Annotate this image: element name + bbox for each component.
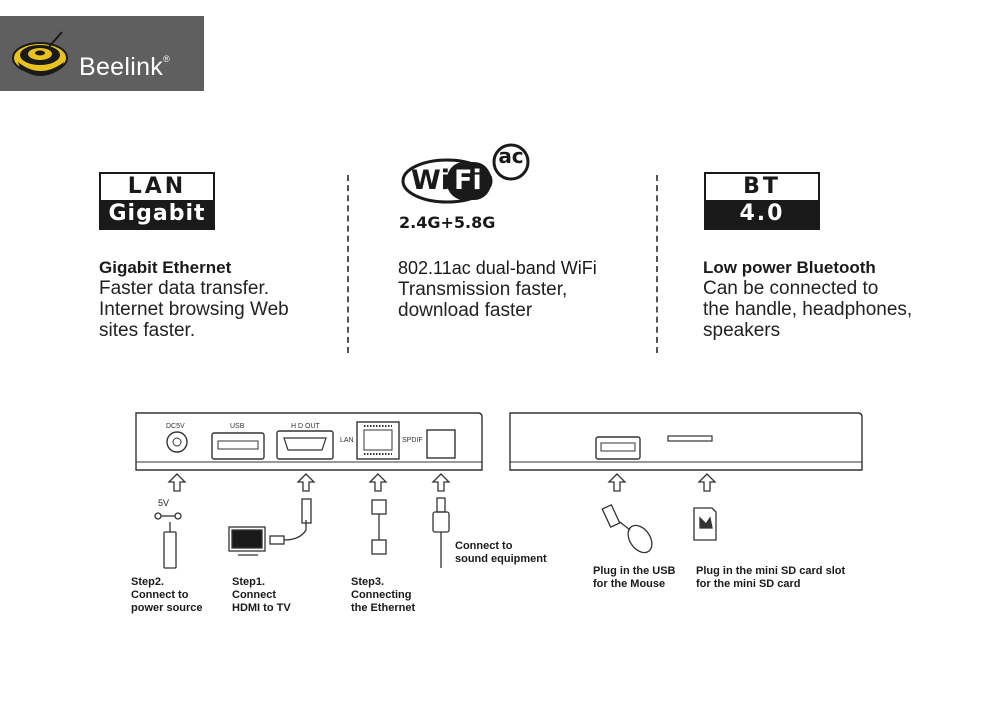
feature-line: the handle, headphones, [703, 299, 913, 320]
feature-divider [347, 175, 349, 353]
feature-line: sites faster. [99, 320, 196, 341]
brand-name: Beelink® [79, 53, 171, 81]
feature-title: Gigabit Ethernet [99, 258, 232, 277]
step-line: HDMI to TV [232, 602, 291, 614]
side-usb-port-icon [595, 436, 641, 460]
step-line: Connecting [351, 589, 412, 601]
arrow-up-icon [368, 473, 388, 492]
brand-header: Beelink® [0, 16, 204, 91]
wifi-frequency: 2.4G+5.8G [399, 213, 496, 232]
dc-port-icon [166, 431, 188, 453]
sd-card-icon [693, 507, 717, 541]
badge-lan-label: LAN [127, 174, 187, 199]
step-line: Step2. [131, 576, 165, 588]
feature-line: Can be connected to [703, 278, 879, 299]
arrow-up-icon [697, 473, 717, 492]
feature-divider [656, 175, 658, 353]
badge-bt-version: 4.0 [706, 200, 818, 228]
beelink-logo-icon [12, 31, 68, 76]
feature-title: Low power Bluetooth [703, 258, 876, 277]
usb-mouse-label: Plug in the USB for the Mouse [593, 565, 676, 591]
feature-line: Faster data transfer. [99, 278, 270, 299]
arrow-up-icon [607, 473, 627, 492]
arrow-up-icon [167, 473, 187, 492]
step-line: Connect [232, 589, 276, 601]
port-label-hdmi: H D OUT [291, 423, 320, 430]
feature-line: speakers [703, 320, 781, 341]
step-line: sound equipment [455, 553, 547, 565]
step-line: Connect to [131, 589, 189, 601]
sd-slot-icon [667, 435, 713, 442]
hdmi-cable-icon [269, 498, 312, 545]
ethernet-cable-icon [371, 499, 387, 555]
bt-badge: BT 4.0 [704, 172, 820, 230]
step-line: Step3. [351, 576, 385, 588]
port-label-lan: LAN [340, 437, 354, 444]
wifi-ac-logo-icon [401, 143, 530, 204]
sd-card-label: Plug in the mini SD card slot for the mi… [696, 565, 845, 591]
step-line: Plug in the mini SD card slot [696, 565, 846, 577]
step-line: the Ethernet [351, 602, 416, 614]
lan-port-icon [356, 421, 400, 460]
usb-port-icon [211, 432, 265, 460]
badge-gigabit-label: Gigabit [101, 200, 213, 228]
power-symbol-label: 5V [158, 498, 170, 508]
optical-cable-icon [432, 497, 450, 568]
badge-bt-label: BT [743, 174, 781, 199]
feature-bt: Low power Bluetooth Can be connected to … [703, 258, 973, 341]
spdif-port-icon [426, 429, 456, 459]
mouse-icon [601, 503, 653, 554]
feature-line: Internet browsing Web [99, 299, 289, 320]
power-plug-icon [154, 512, 182, 569]
step-line: Connect to [455, 540, 513, 552]
hdmi-port-icon [276, 430, 334, 460]
sound-equipment-label: Connect to sound equipment [455, 540, 547, 566]
step-line: power source [131, 602, 203, 614]
step-ethernet-label: Step3. Connecting the Ethernet [351, 576, 415, 615]
tv-icon [228, 526, 266, 556]
feature-wifi: 802.11ac dual-band WiFi Transmission fas… [398, 258, 648, 321]
feature-line: Transmission faster, [398, 279, 568, 300]
back-panel-body [135, 412, 483, 471]
step-line: for the Mouse [593, 578, 666, 590]
step-line: Step1. [232, 576, 266, 588]
feature-title: 802.11ac dual-band WiFi [398, 258, 597, 278]
wifi-ac-label: ac [498, 144, 524, 168]
feature-line: download faster [398, 300, 533, 321]
step-power-label: Step2. Connect to power source [131, 576, 203, 615]
step-hdmi-label: Step1. Connect HDMI to TV [232, 576, 291, 615]
port-label-dc: DC5V [166, 423, 185, 430]
back-panel-diagram [135, 412, 863, 569]
lan-gigabit-badge: LAN Gigabit [99, 172, 215, 230]
port-label-usb: USB [230, 423, 245, 430]
arrow-up-icon [296, 473, 316, 492]
feature-lan: Gigabit Ethernet Faster data transfer. I… [99, 258, 344, 341]
side-panel-body [509, 412, 863, 471]
step-line: for the mini SD card [696, 578, 801, 590]
port-label-spdif: SPDIF [402, 437, 423, 444]
arrow-up-icon [431, 473, 451, 492]
step-line: Plug in the USB [593, 565, 676, 577]
